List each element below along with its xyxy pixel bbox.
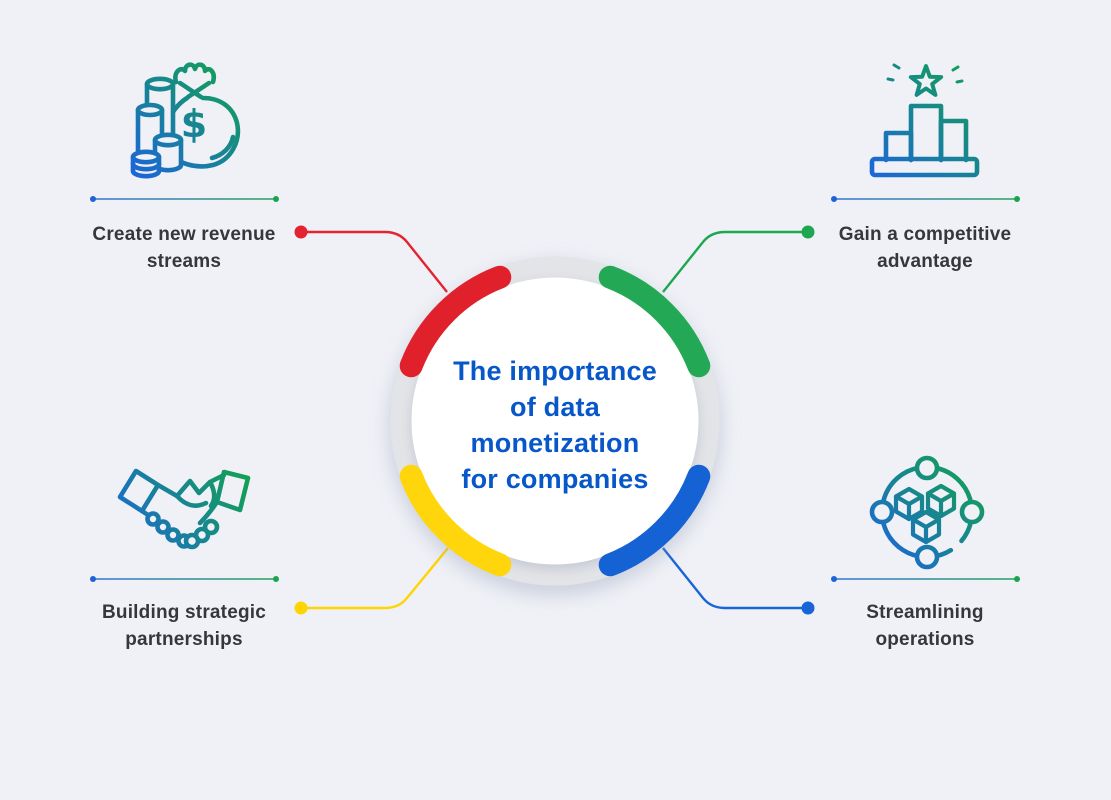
clasp-top-zigzag (155, 472, 227, 499)
coin-top (144, 76, 176, 92)
orbit-node-right (959, 499, 985, 525)
label-gain-competitive-advantage: Gain a competitive advantage (805, 221, 1045, 275)
divider-bottom-right (831, 576, 1020, 582)
cube-edges (910, 517, 942, 545)
cube-left (893, 486, 925, 522)
connector-line (662, 230, 808, 293)
label-line-1: Create new revenue (92, 224, 276, 245)
divider-dot-green (1014, 576, 1020, 582)
coin-separator (130, 161, 162, 172)
label-line-1: Streamlining (866, 602, 984, 623)
divider-top-left (90, 196, 279, 202)
ring-track (390, 256, 720, 586)
bag-crease (209, 134, 236, 161)
title-line-3: monetization (470, 428, 640, 458)
connector-dot (801, 601, 815, 615)
arc-blue (598, 464, 711, 577)
left-cuff (117, 468, 161, 514)
label-line-1: Building strategic (101, 602, 267, 623)
dollar-sign: $ (181, 102, 207, 146)
connector-dot (294, 601, 308, 615)
title-line-4: for companies (461, 464, 649, 494)
podium-bar-right (938, 118, 969, 163)
divider-dot-blue (90, 576, 96, 582)
divider-top-right (831, 196, 1020, 202)
cube-bottom (910, 509, 942, 545)
connector-line (301, 547, 449, 610)
arc-red (399, 265, 512, 378)
label-create-new-revenue-streams: Create new revenue streams (64, 221, 304, 275)
divider-dot-blue (831, 576, 837, 582)
coin-top (130, 149, 162, 165)
podium-bar-left (883, 130, 914, 163)
connector-red (294, 225, 448, 293)
star-outline (908, 64, 944, 97)
bag-tie-scallop (173, 62, 216, 85)
connector-line (662, 547, 808, 610)
knuckle (165, 527, 181, 543)
cube-edges (893, 494, 925, 522)
label-line-2: streams (146, 251, 222, 272)
connector-yellow (294, 547, 449, 615)
center-ring (390, 256, 720, 586)
podium-bar-middle (908, 103, 944, 163)
label-line-1: Gain a competitive (838, 224, 1012, 245)
coin-bottom (130, 168, 162, 179)
arc-green (598, 265, 711, 378)
orbit-node-bottom (914, 544, 940, 570)
coin-top (152, 132, 184, 148)
podium-base (869, 156, 980, 178)
bag-tie-cross (177, 80, 212, 100)
divider-dot-blue (831, 196, 837, 202)
orbit-node-left (869, 499, 895, 525)
divider-dot-green (273, 576, 279, 582)
label-streamlining-operations: Streamlining operations (805, 599, 1045, 653)
podium-star-icon (869, 63, 980, 178)
thumb-line (174, 493, 209, 508)
cube-edges (925, 491, 957, 519)
connector-dot (801, 225, 815, 239)
money-bag-coins-icon: $ (130, 62, 241, 179)
connector-green (662, 225, 815, 293)
label-line-2: partnerships (125, 629, 243, 650)
right-hand-edge (207, 479, 217, 509)
ring-inner-circle (411, 277, 699, 565)
fingertip (183, 532, 201, 550)
star-sparkles (886, 63, 964, 84)
label-line-2: advantage (877, 251, 973, 272)
title-line-1: The importance (453, 356, 657, 386)
coin-top (135, 102, 165, 118)
connector-blue (662, 547, 815, 615)
coin-body (155, 140, 181, 171)
cube-right (925, 483, 957, 519)
knuckle (155, 519, 171, 535)
arc-yellow (399, 464, 512, 577)
orbit-cubes-icon (869, 455, 985, 570)
handshake-icon (117, 468, 251, 550)
right-arm-bottom (197, 499, 220, 526)
orbit-node-top (914, 455, 940, 481)
connector-dot (294, 225, 308, 239)
title-line-2: of data (510, 392, 600, 422)
divider-bottom-left (90, 576, 279, 582)
right-cuff (214, 469, 251, 513)
knuckle (145, 511, 161, 527)
connector-line (301, 230, 448, 293)
label-line-2: operations (875, 629, 975, 650)
divider-dot-green (273, 196, 279, 202)
center-title: The importance of data monetization for … (430, 353, 680, 497)
label-building-strategic-partnerships: Building strategic partnerships (64, 599, 304, 653)
divider-dot-green (1014, 196, 1020, 202)
divider-dot-blue (90, 196, 96, 202)
